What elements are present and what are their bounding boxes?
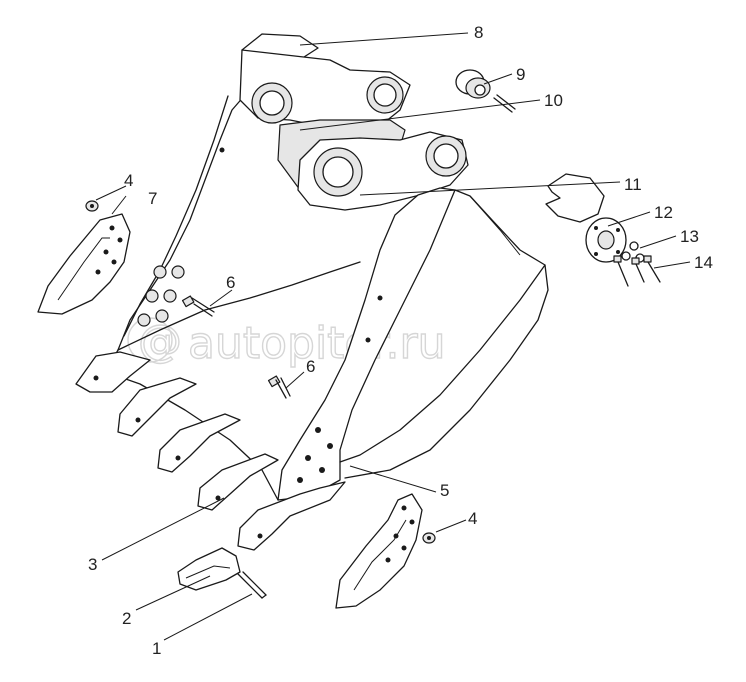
cutting-edge-back	[117, 261, 361, 351]
label-5: 5	[440, 481, 449, 500]
label-11: 11	[624, 175, 642, 194]
adapter-3	[157, 413, 241, 473]
right-side-plate-edge	[344, 189, 549, 479]
tooth-ridge	[185, 565, 231, 579]
rear-boss-right-bore	[373, 83, 397, 107]
shell-seam	[469, 195, 521, 256]
rear-boss-left-bore	[259, 90, 285, 116]
nut-left	[85, 200, 99, 212]
label-4-right: 4	[468, 509, 477, 528]
front-boss-left-bore	[322, 156, 354, 188]
label-14: 14	[694, 253, 713, 272]
adapter-4	[197, 453, 279, 511]
side-plate-holes-left	[137, 265, 185, 327]
label-12: 12	[654, 203, 673, 222]
tooth	[177, 547, 241, 591]
side-cutter-right	[335, 493, 423, 609]
side-cutter-left	[37, 213, 131, 315]
flange	[585, 217, 627, 263]
watermark-text: autopiter.ru	[188, 318, 446, 369]
tooth-adapters	[75, 351, 346, 551]
side-cutter-right-holes	[385, 505, 415, 563]
adapter-2	[117, 377, 197, 437]
left-side-plate-inner	[123, 95, 229, 337]
nut-right	[422, 532, 436, 544]
front-boss-right-bore	[433, 143, 459, 169]
label-1: 1	[152, 639, 161, 658]
label-7: 7	[148, 189, 157, 208]
shim-plate	[545, 173, 605, 223]
label-8: 8	[474, 23, 483, 42]
label-6-upper: 6	[226, 273, 235, 292]
label-10: 10	[544, 91, 563, 110]
label-6-lower: 6	[306, 357, 315, 376]
pin	[237, 571, 267, 599]
washers	[621, 241, 645, 263]
flange-bolts	[613, 255, 661, 287]
label-2: 2	[122, 609, 131, 628]
label-3: 3	[88, 555, 97, 574]
side-plate-holes-right	[219, 147, 383, 483]
label-4-left: 4	[124, 171, 133, 190]
leader-lines	[95, 32, 691, 641]
bushing	[455, 69, 491, 99]
watermark: @ autopiter.ru	[127, 315, 446, 370]
bucket-body	[99, 33, 549, 501]
bolt-lower	[267, 375, 291, 399]
left-side-plate	[107, 33, 319, 369]
label-13: 13	[680, 227, 699, 246]
bolt-upper	[181, 295, 215, 317]
part-labels: 8 9 10 11 12 13 14 4 7 6 6 5 4 3 2 1	[88, 23, 713, 658]
label-9: 9	[516, 65, 525, 84]
adapter-1	[75, 351, 151, 393]
adapter-5	[237, 481, 346, 551]
bucket-lip	[339, 264, 546, 463]
side-cutter-right-bevel	[353, 519, 407, 591]
side-cutter-left-bevel	[57, 237, 110, 301]
side-cutter-left-holes	[95, 225, 123, 275]
